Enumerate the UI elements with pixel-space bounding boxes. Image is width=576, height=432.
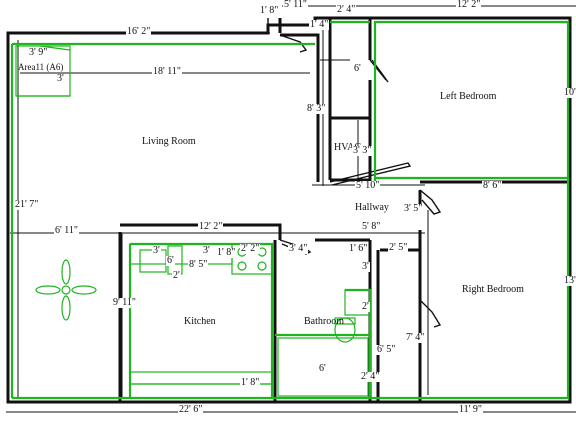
dim-living-18-11: 18' 11" — [152, 66, 183, 77]
exterior-walls — [6, 16, 572, 404]
dim-bottom-22-6: 22' 6" — [178, 404, 204, 415]
dim-small-3-9: 3' 9" — [28, 47, 49, 58]
room-label-bathroom: Bathroom — [304, 316, 344, 327]
dim-bath-2-4: 2' 4" — [360, 371, 381, 382]
dim-bath-6-5: 6' 5" — [376, 344, 397, 355]
dim-closet-1-4: 1' 4" — [309, 19, 330, 30]
dim-bath-3-4: 3' 4" — [288, 243, 309, 254]
dim-kitchen-1-8-b: 1' 8" — [240, 377, 261, 388]
room-label-hvac: HVAC — [334, 142, 362, 153]
dim-small-3: 3' — [56, 73, 65, 84]
dim-top-1-8: 1' 8" — [259, 5, 280, 16]
dim-top-12-2: 12' 2" — [456, 0, 482, 10]
dim-bath-7-4: 7' 4" — [405, 332, 426, 343]
dim-kitchen-9-11: 9' 11" — [112, 297, 138, 308]
dim-bath-2-5: 2' 5" — [388, 242, 409, 253]
dim-living-6-11: 6' 11" — [54, 225, 80, 236]
area-tag: Area11 (A6) — [18, 62, 64, 72]
dim-top-16-2: 16' 2" — [126, 26, 152, 37]
room-outlines — [10, 20, 570, 400]
dim-left-21-7: 21' 7" — [14, 199, 40, 210]
dim-top-2-4: 2' 4" — [336, 4, 357, 15]
dim-hall-8-6: 8' 6" — [482, 180, 503, 191]
room-label-left-bedroom: Left Bedroom — [440, 91, 497, 102]
dim-bath-6: 6' — [318, 363, 327, 374]
dim-living-12-2: 12' 2" — [198, 221, 224, 232]
dim-bath-1-6: 1' 6" — [348, 243, 369, 254]
dim-kitchen-1-8-a: 1' 8" — [216, 247, 237, 258]
room-label-hallway: Hallway — [355, 202, 389, 213]
dim-closet-6: 6' — [353, 63, 362, 74]
room-label-right-bedroom: Right Bedroom — [462, 284, 524, 295]
dim-hall-3-5: 3' 5" — [403, 203, 424, 214]
dim-kitchen-2: 2' — [172, 270, 181, 281]
interior-walls — [118, 18, 570, 402]
dim-bath-3: 3' — [361, 261, 370, 272]
dim-kitchen-6: 6' — [166, 255, 175, 266]
ceiling-fan-icon — [35, 259, 97, 321]
dim-kitchen-3-a: 3' — [152, 245, 161, 256]
dim-closet-8-3: 8' 3" — [306, 103, 327, 114]
dim-kitchen-8-5: 8' 5" — [188, 259, 209, 270]
dim-kitchen-2-2: 2' 2" — [240, 243, 261, 254]
dim-right-b: 13' 10" — [563, 276, 576, 286]
dim-top-5-11: 5' 11" — [283, 0, 309, 10]
dim-bath-2: 2' — [361, 301, 370, 312]
room-label-living: Living Room — [142, 136, 196, 147]
dim-bottom-11-9: 11' 9" — [458, 404, 484, 415]
dim-right-a: 10' 1" — [563, 88, 576, 98]
dim-hall-5-10: 5' 10" — [355, 180, 381, 191]
bathroom-fixtures — [277, 289, 371, 397]
room-label-kitchen: Kitchen — [184, 316, 216, 327]
dim-hvac-3-3: 3' 3" — [352, 145, 373, 156]
dim-hall-5-8: 5' 8" — [361, 221, 382, 232]
dim-kitchen-3-b: 3' — [202, 245, 211, 256]
dimension-lines — [6, 5, 576, 413]
